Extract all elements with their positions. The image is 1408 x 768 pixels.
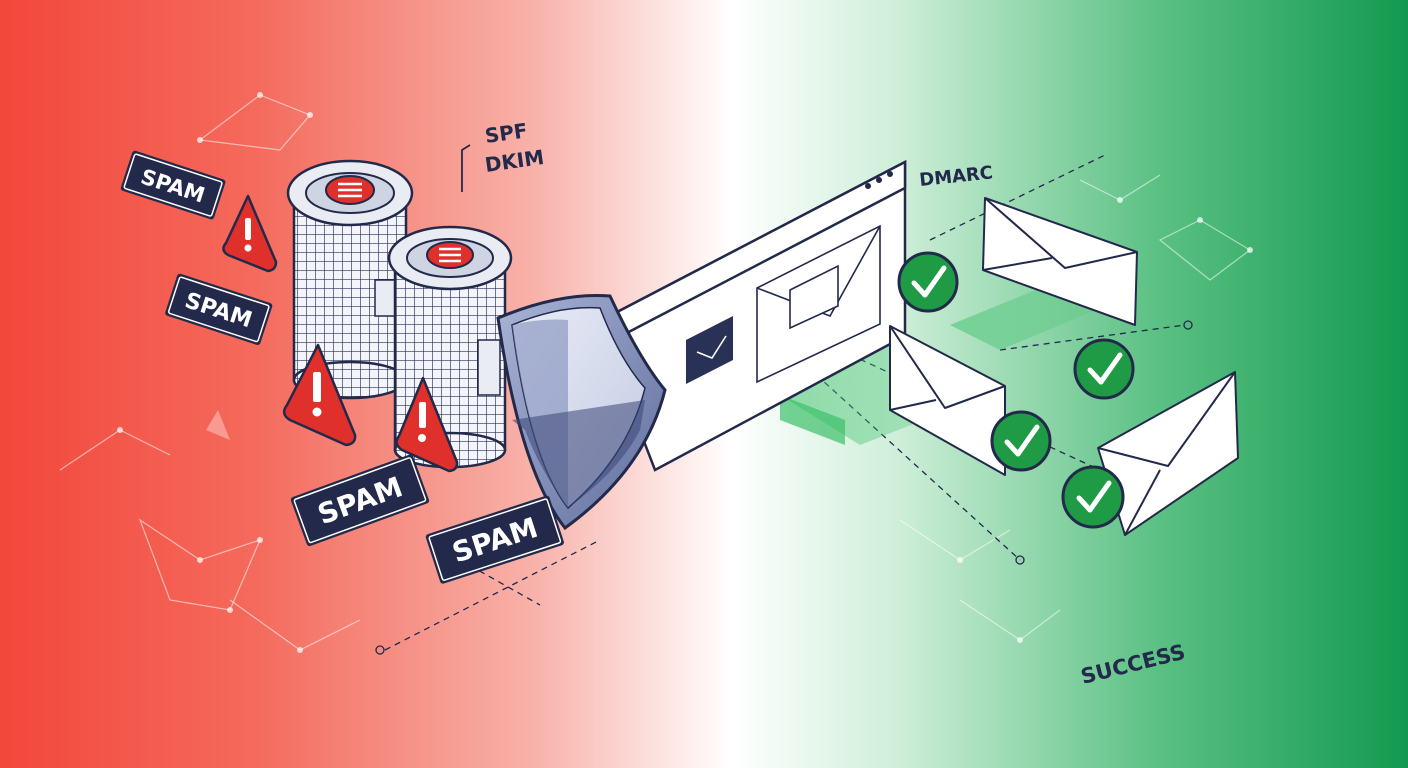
check-circle-icon: [897, 251, 959, 313]
server-filter-front: [387, 225, 513, 469]
envelope-icon: [756, 224, 881, 384]
envelope-icon: [889, 325, 1006, 476]
network-nodes: [117, 92, 1253, 653]
server-filter-back: [286, 159, 414, 400]
warning-triangle-icon: [395, 376, 459, 473]
spf-dkim-bracket: [461, 144, 471, 192]
warning-triangle-icon: [222, 194, 278, 273]
check-circle-icon: [1061, 465, 1125, 529]
shield-icon: [496, 294, 667, 531]
spf-label: SPF: [483, 118, 529, 148]
envelope-icon: [982, 197, 1138, 326]
check-circle-icon: [990, 410, 1052, 472]
guide-endpoint: [1015, 555, 1025, 565]
warning-triangle-icon: [282, 343, 357, 447]
envelope-icon: [686, 316, 733, 384]
guide-endpoint: [375, 645, 385, 655]
spam-tag: SPAM: [165, 273, 273, 345]
warning-faded-icon: [206, 410, 230, 440]
check-circle-icon: [1073, 338, 1135, 400]
guide-endpoint: [1183, 320, 1193, 330]
